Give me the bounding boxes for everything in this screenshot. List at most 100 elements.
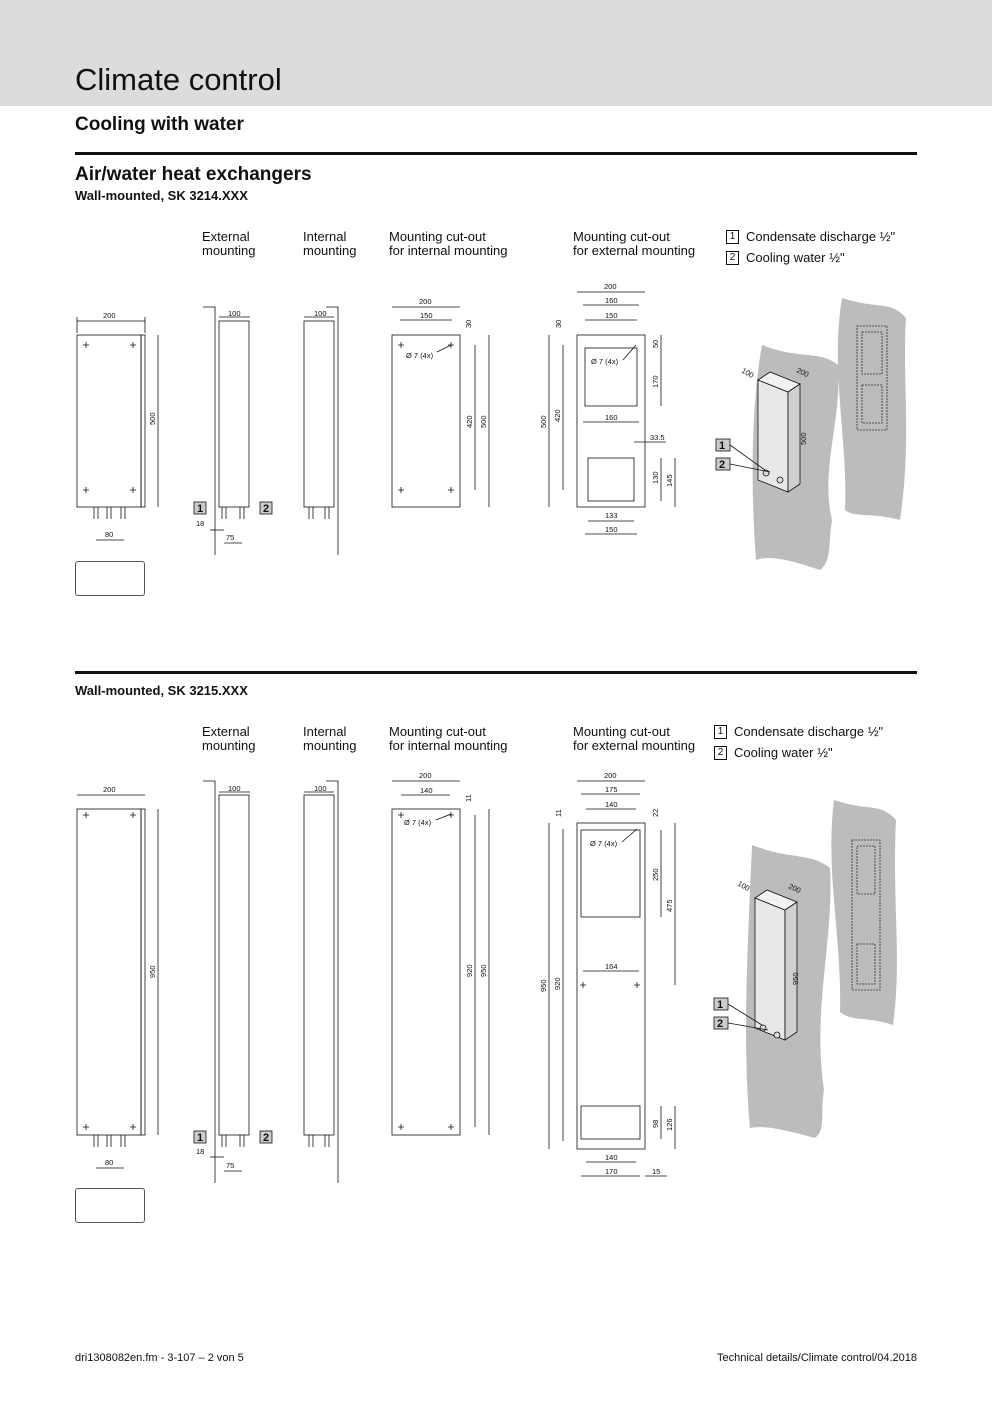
technical-drawing-sk3214: 200 500 80 100 18 75 1 2 100 200 150 — [76, 282, 907, 570]
cutout-internal: 200 150 Ø 7 (4x) 30 420 500 — [391, 297, 490, 508]
svg-text:170: 170 — [651, 375, 660, 388]
svg-text:500: 500 — [799, 432, 808, 445]
svg-text:100: 100 — [740, 366, 755, 380]
page-subtitle: Cooling with water — [75, 114, 244, 135]
svg-text:11: 11 — [464, 794, 473, 802]
svg-text:80: 80 — [105, 1158, 113, 1167]
svg-text:15: 15 — [652, 1167, 660, 1176]
section-divider — [75, 152, 917, 155]
note-box — [75, 1188, 145, 1223]
svg-text:Ø 7 (4x): Ø 7 (4x) — [404, 818, 432, 827]
svg-text:420: 420 — [553, 409, 562, 422]
svg-text:500: 500 — [539, 415, 548, 428]
svg-text:500: 500 — [479, 415, 488, 428]
svg-text:33.5: 33.5 — [650, 433, 665, 442]
model-heading: Wall-mounted, SK 3215.XXX — [75, 683, 248, 698]
page-title: Climate control — [75, 62, 282, 97]
svg-text:22: 22 — [651, 809, 660, 817]
svg-text:2: 2 — [263, 1132, 269, 1144]
svg-text:920: 920 — [553, 977, 562, 990]
svg-text:18: 18 — [196, 1147, 204, 1156]
cutout-external: 200 160 150 30 500 420 Ø 7 (4x) 50 170 1… — [539, 282, 676, 535]
svg-text:950: 950 — [539, 979, 548, 992]
section-divider — [75, 671, 917, 674]
svg-text:30: 30 — [464, 320, 473, 328]
svg-text:170: 170 — [605, 1167, 618, 1176]
svg-text:Ø 7 (4x): Ø 7 (4x) — [590, 839, 618, 848]
note-box — [75, 561, 145, 596]
header-banner — [0, 0, 992, 106]
svg-text:1: 1 — [197, 1132, 203, 1144]
side-view-external: 100 18 75 1 2 — [193, 306, 273, 555]
svg-text:1: 1 — [719, 440, 725, 452]
isometric-view: 100 200 500 1 2 — [715, 298, 907, 570]
svg-text:200: 200 — [103, 785, 116, 794]
svg-text:18: 18 — [196, 519, 204, 528]
svg-text:160: 160 — [605, 296, 618, 305]
svg-text:950: 950 — [479, 964, 488, 977]
svg-text:1: 1 — [717, 999, 723, 1011]
svg-text:250: 250 — [651, 868, 660, 881]
svg-text:98: 98 — [651, 1120, 660, 1128]
svg-text:475: 475 — [665, 899, 674, 912]
side-view-external: 100 18 75 1 2 — [193, 780, 273, 1183]
svg-text:126: 126 — [665, 1118, 674, 1131]
svg-text:140: 140 — [420, 786, 433, 795]
svg-text:200: 200 — [604, 282, 617, 291]
svg-text:175: 175 — [605, 785, 618, 794]
svg-text:2: 2 — [263, 503, 269, 515]
svg-text:150: 150 — [420, 311, 433, 320]
svg-text:200: 200 — [419, 771, 432, 780]
svg-text:950: 950 — [148, 965, 157, 978]
svg-text:50: 50 — [651, 340, 660, 348]
svg-text:11: 11 — [554, 809, 563, 817]
svg-text:200: 200 — [103, 311, 116, 320]
svg-text:100: 100 — [736, 879, 751, 893]
svg-text:30: 30 — [554, 320, 563, 328]
svg-text:200: 200 — [419, 297, 432, 306]
section-title: Air/water heat exchangers — [75, 164, 312, 185]
svg-text:75: 75 — [226, 533, 234, 542]
svg-text:2: 2 — [719, 459, 725, 471]
svg-text:100: 100 — [314, 309, 327, 318]
svg-text:140: 140 — [605, 1153, 618, 1162]
isometric-view: 100 200 950 1 2 — [713, 800, 897, 1138]
svg-text:200: 200 — [604, 771, 617, 780]
svg-text:920: 920 — [465, 964, 474, 977]
svg-text:1: 1 — [197, 503, 203, 515]
svg-text:75: 75 — [226, 1161, 234, 1170]
svg-text:140: 140 — [605, 800, 618, 809]
svg-text:100: 100 — [228, 784, 241, 793]
side-view-internal: 100 — [303, 306, 339, 555]
svg-text:160: 160 — [605, 413, 618, 422]
cutout-external: 200 175 140 11 22 Ø 7 (4x) 250 475 950 9… — [539, 771, 676, 1177]
svg-text:164: 164 — [605, 962, 618, 971]
svg-text:133: 133 — [605, 511, 618, 520]
svg-text:130: 130 — [651, 471, 660, 484]
model-heading: Wall-mounted, SK 3214.XXX — [75, 188, 248, 203]
svg-text:950: 950 — [791, 972, 800, 985]
svg-text:145: 145 — [665, 474, 674, 487]
svg-text:100: 100 — [228, 309, 241, 318]
svg-text:500: 500 — [148, 412, 157, 425]
technical-drawing-sk3215: 200 950 80 100 18 75 1 2 100 200 140 — [76, 771, 897, 1183]
svg-text:150: 150 — [605, 311, 618, 320]
svg-text:2: 2 — [717, 1018, 723, 1030]
cutout-internal: 200 140 Ø 7 (4x) 11 920 950 — [391, 771, 490, 1136]
footer-file-reference: dri1308082en.fm - 3-107 – 2 von 5 — [75, 1352, 244, 1364]
front-view: 200 950 80 — [76, 785, 159, 1169]
svg-text:80: 80 — [105, 530, 113, 539]
svg-text:100: 100 — [314, 784, 327, 793]
